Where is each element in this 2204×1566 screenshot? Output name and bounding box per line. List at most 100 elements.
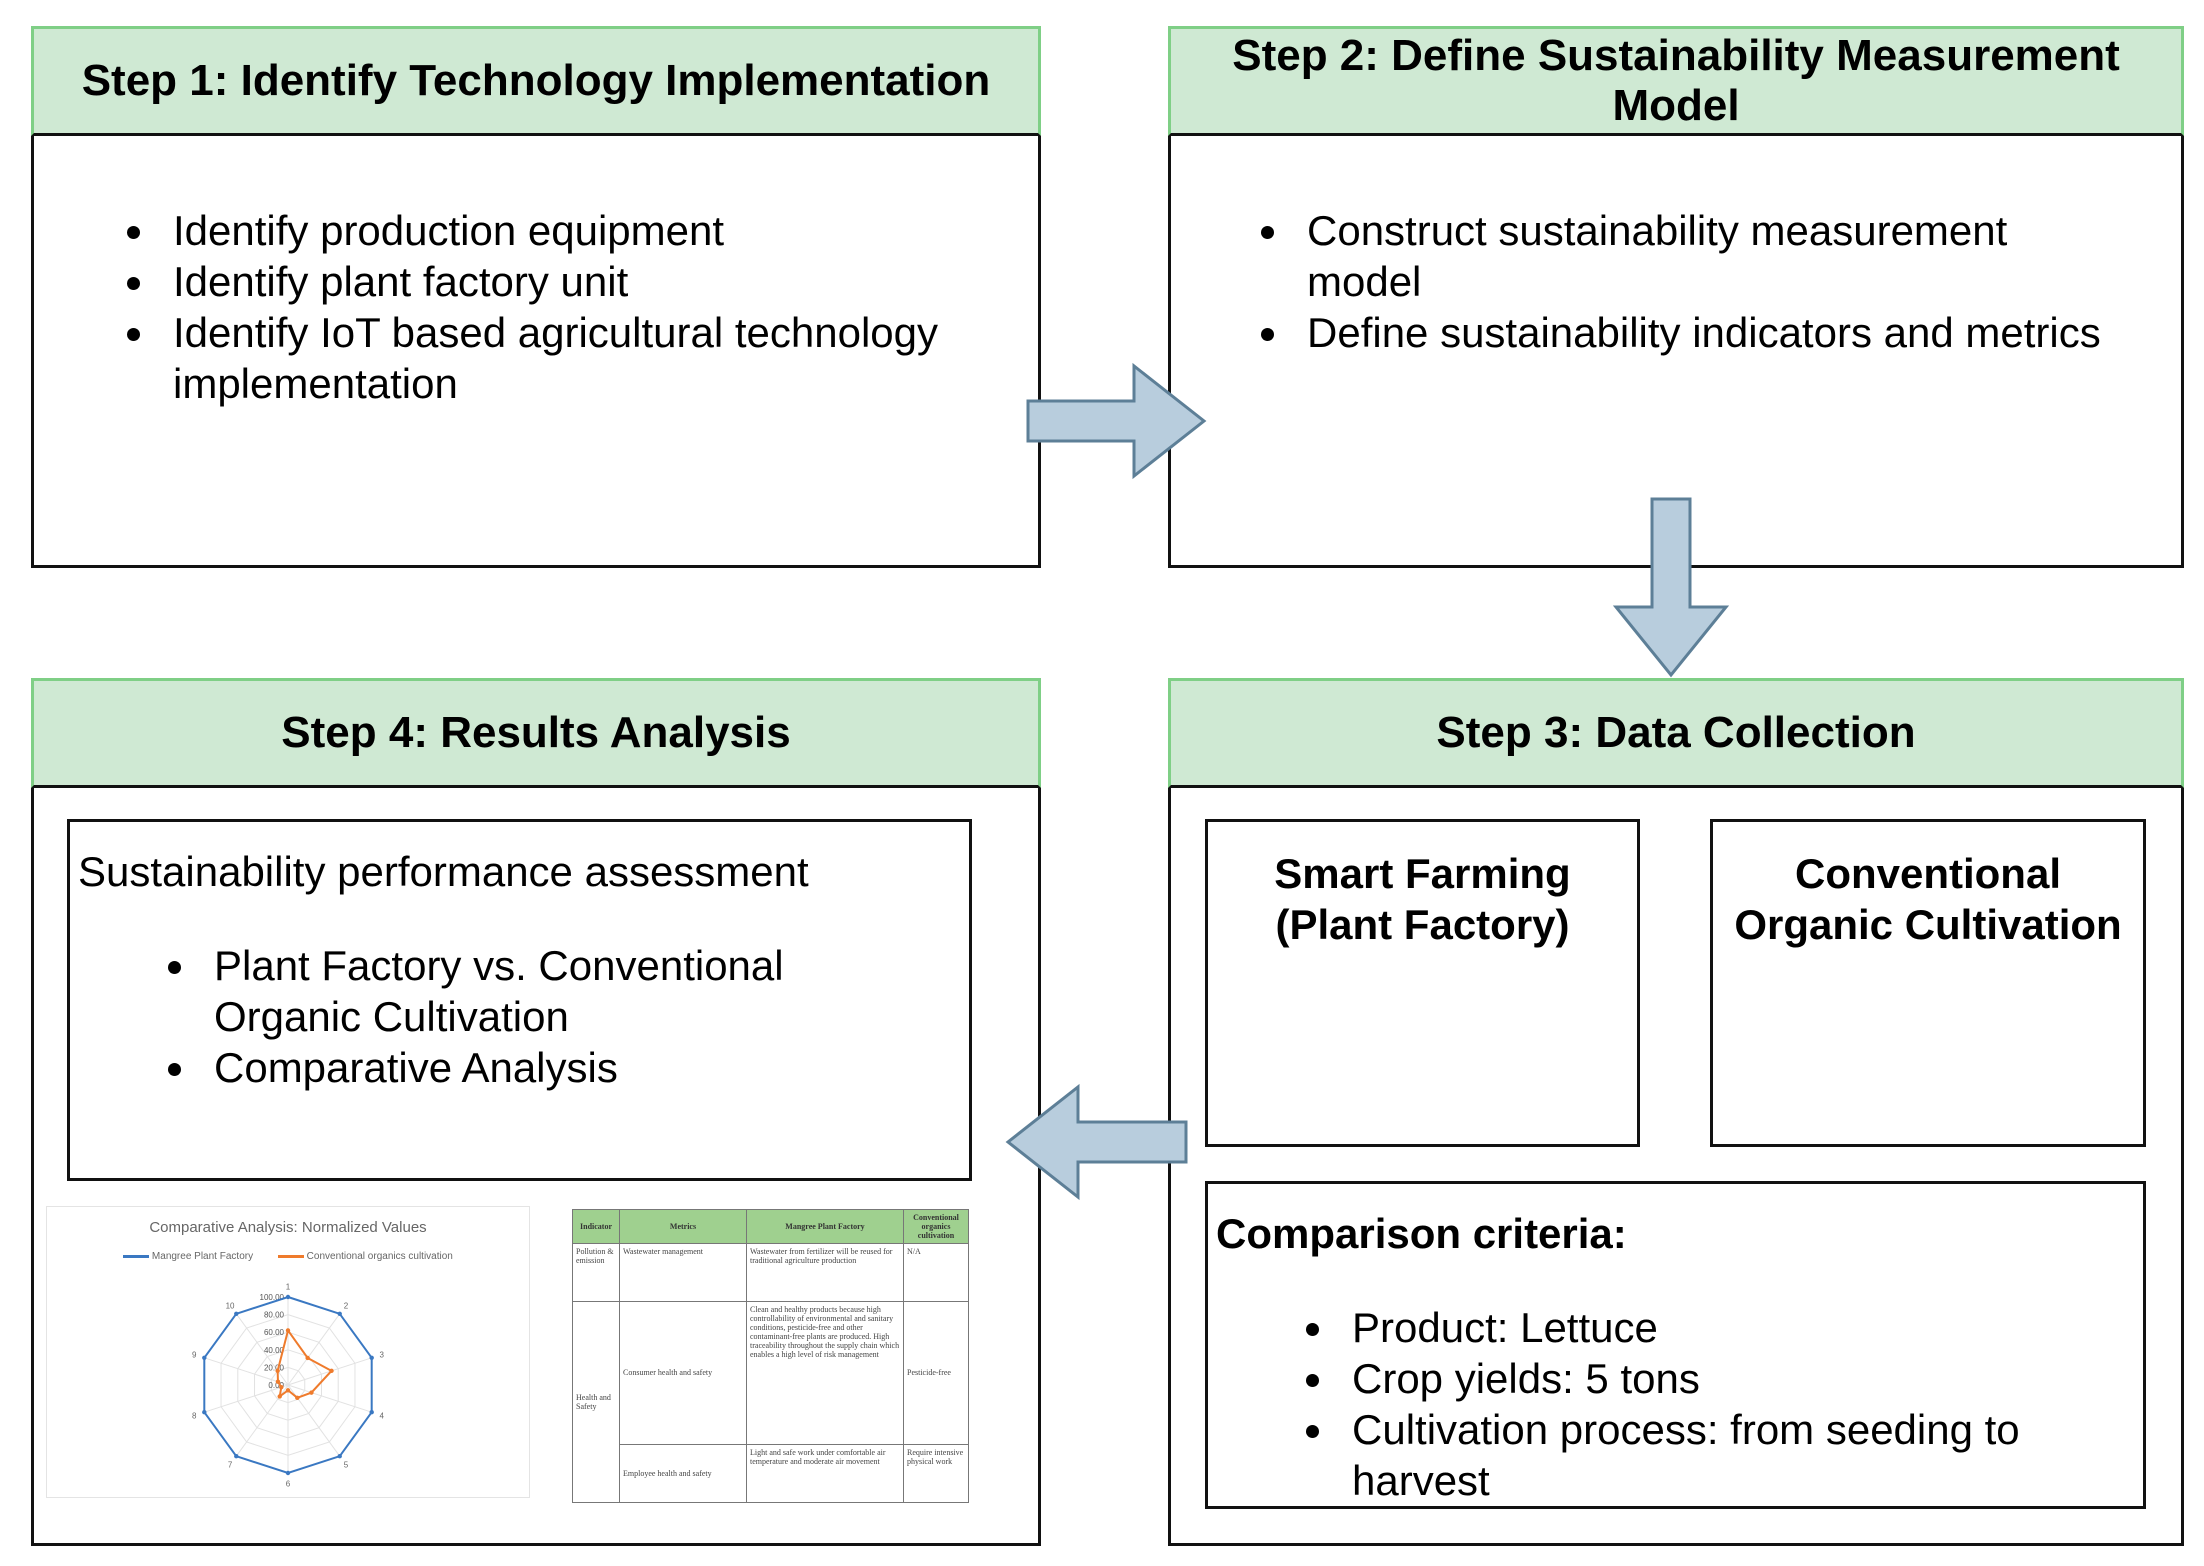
step1-title: Step 1: Identify Technology Implementati…: [81, 56, 991, 105]
assessment-box: Sustainability performance assessment Pl…: [67, 819, 972, 1181]
table-row: Pollution & emission Wastewater manageme…: [572, 1242, 969, 1303]
radar-tick-label: 60.00: [264, 1328, 285, 1337]
step1-header: Step 1: Identify Technology Implementati…: [31, 26, 1041, 136]
criteria-bullet: Product: Lettuce: [1338, 1302, 2098, 1353]
radar-tick-label: 80.00: [264, 1311, 285, 1320]
radar-point: [305, 1355, 310, 1361]
radar-tick-label: 100.00: [260, 1293, 285, 1302]
table-cell: Light and safe work under comfortable ai…: [746, 1443, 904, 1504]
radar-point: [275, 1379, 281, 1384]
table-cell: Wastewater from fertilizer will be reuse…: [746, 1242, 904, 1303]
criteria-bullet: Crop yields: 5 tons: [1338, 1353, 2098, 1404]
radar-point: [309, 1390, 314, 1395]
step4-bullet: Comparative Analysis: [200, 1042, 880, 1093]
table-header: Metrics: [619, 1209, 747, 1244]
table-cell: Employee health and safety: [619, 1443, 747, 1504]
table-row: Health and Safety Consumer health and sa…: [572, 1301, 969, 1503]
radar-point: [337, 1453, 342, 1459]
radar-chart-thumbnail: Comparative Analysis: Normalized Values …: [46, 1206, 530, 1498]
step4-box: Step 4: Results Analysis Sustainability …: [31, 678, 1041, 1546]
arrow-down-icon: [1612, 497, 1730, 678]
step1-bullets: Identify production equipment Identify p…: [99, 205, 1059, 409]
radar-spoke: [287, 1313, 341, 1386]
criteria-title: Comparison criteria:: [1216, 1210, 1627, 1257]
radar-point: [369, 1355, 374, 1361]
smart-farming-box: Smart Farming (Plant Factory): [1205, 819, 1640, 1147]
criteria-bullet: Cultivation process: from seeding to har…: [1338, 1404, 2098, 1506]
radar-tick-label: 20.00: [264, 1363, 285, 1372]
step1-bullet: Identify production equipment: [159, 205, 1059, 256]
arrow-right-icon: [1026, 362, 1207, 480]
radar-axis-label: 8: [192, 1411, 197, 1420]
assessment-title: Sustainability performance assessment: [78, 848, 809, 895]
radar-axis-label: 4: [380, 1411, 385, 1420]
table-header: Conventional organics cultivation: [903, 1209, 969, 1244]
radar-tick-label: 40.00: [264, 1346, 285, 1355]
radar-spoke: [235, 1313, 289, 1386]
step1-bullet: Identify plant factory unit: [159, 256, 1059, 307]
table-cell: Pesticide-free: [903, 1301, 969, 1445]
radar-legend: Mangree Plant Factory Conventional organ…: [47, 1251, 529, 1262]
arrow-left-icon: [1005, 1083, 1188, 1201]
smart-farming-label: Smart Farming (Plant Factory): [1274, 850, 1571, 948]
step3-header: Step 3: Data Collection: [1168, 678, 2184, 788]
radar-point: [285, 1294, 291, 1300]
table-cell: Health and Safety: [572, 1301, 620, 1503]
step2-header: Step 2: Define Sustainability Measuremen…: [1168, 26, 2184, 136]
radar-axis-label: 9: [192, 1351, 197, 1360]
legend-swatch-2: [277, 1254, 304, 1258]
radar-plot: 12345678910100.0080.0060.0040.0020.000.0…: [192, 1282, 385, 1488]
radar-spoke: [204, 1384, 289, 1413]
step2-box: Step 2: Define Sustainability Measuremen…: [1168, 26, 2184, 568]
radar-spoke: [287, 1384, 372, 1413]
radar-spoke: [204, 1357, 289, 1386]
radar-point: [329, 1368, 334, 1374]
radar-title: Comparative Analysis: Normalized Values: [149, 1219, 427, 1236]
conventional-label: Conventional Organic Cultivation: [1734, 850, 2122, 948]
radar-point: [234, 1453, 239, 1459]
table-row: Employee health and safety Light and saf…: [573, 1443, 969, 1504]
step1-box: Step 1: Identify Technology Implementati…: [31, 26, 1041, 568]
radar-tick-label: 0.00: [268, 1381, 284, 1390]
step2-bullets: Construct sustainability measurement mod…: [1233, 205, 2193, 358]
radar-axis-label: 2: [344, 1301, 349, 1310]
step4-header: Step 4: Results Analysis: [31, 678, 1041, 788]
conventional-box: Conventional Organic Cultivation: [1710, 819, 2146, 1147]
table-cell: Consumer health and safety: [619, 1301, 747, 1445]
table-header: Mangree Plant Factory: [746, 1209, 904, 1244]
radar-point: [279, 1384, 284, 1390]
step2-bullet: Construct sustainability measurement mod…: [1293, 205, 2027, 307]
radar-point: [295, 1395, 300, 1401]
radar-axis-label: 1: [286, 1282, 291, 1291]
step1-bullet: Identify IoT based agricultural technolo…: [159, 307, 1059, 409]
radar-point: [369, 1409, 374, 1415]
radar-point: [285, 1470, 291, 1476]
criteria-bullets: Product: Lettuce Crop yields: 5 tons Cul…: [1278, 1302, 2098, 1506]
legend-label-2: Conventional organics cultivation: [306, 1251, 453, 1262]
radar-point: [337, 1311, 342, 1317]
table-header: Indicator: [572, 1209, 620, 1244]
radar-axis-label: 3: [380, 1351, 385, 1360]
table-cell: N/A: [903, 1242, 969, 1303]
radar-axis-label: 5: [344, 1461, 349, 1470]
radar-axis-label: 10: [226, 1301, 235, 1310]
step2-title: Step 2: Define Sustainability Measuremen…: [1232, 31, 2120, 130]
step4-bullet: Plant Factory vs. Conventional Organic C…: [200, 940, 880, 1042]
radar-axis-label: 7: [228, 1461, 233, 1470]
radar-point: [234, 1311, 239, 1317]
radar-point: [285, 1388, 291, 1393]
radar-point: [277, 1394, 282, 1399]
step3-box: Step 3: Data Collection Smart Farming (P…: [1168, 678, 2184, 1546]
table-cell: Require intensive physical work: [903, 1443, 969, 1504]
step4-bullets: Plant Factory vs. Conventional Organic C…: [140, 940, 880, 1093]
table-cell: Pollution & emission: [572, 1242, 620, 1303]
radar-point: [285, 1328, 291, 1333]
comparison-criteria-box: Comparison criteria: Product: Lettuce Cr…: [1205, 1181, 2146, 1509]
step2-bullet: Define sustainability indicators and met…: [1293, 307, 2193, 358]
legend-label-1: Mangree Plant Factory: [151, 1251, 254, 1262]
table-cell: Wastewater management: [619, 1242, 747, 1303]
results-table-thumbnail: Indicator Metrics Mangree Plant Factory …: [572, 1209, 969, 1504]
radar-point: [202, 1409, 207, 1415]
step4-title: Step 4: Results Analysis: [281, 708, 791, 757]
table-header-row: Indicator Metrics Mangree Plant Factory …: [572, 1209, 969, 1244]
